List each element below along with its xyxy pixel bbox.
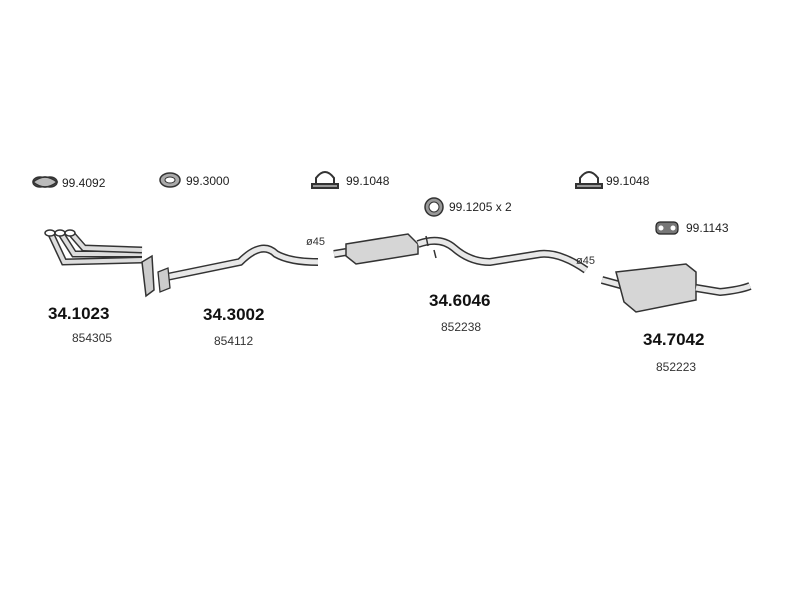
rubber-hanger-icon	[655, 221, 679, 235]
diameter-label: ø45	[576, 255, 595, 267]
front-pipe-34-1023	[44, 229, 155, 298]
rear-silencer-34-7042	[600, 263, 752, 313]
part-number-front-pipe: 34.1023	[48, 304, 110, 323]
diameter-label: ø45	[306, 236, 325, 248]
accessory-code-seal-ring: 99.1205 x 2	[449, 200, 512, 214]
intermediate-pipe-34-3002	[157, 244, 319, 293]
part-number-middle-silencer: 34.6046	[429, 291, 491, 310]
flange-gasket-icon	[32, 176, 59, 188]
u-bolt-clamp-icon	[575, 171, 603, 189]
oem-number-intermediate-pipe: 854112	[214, 334, 254, 348]
oem-number-rear-silencer: 852223	[656, 360, 697, 374]
u-bolt-clamp-icon	[311, 171, 339, 189]
oem-number-middle-silencer: 852238	[441, 320, 482, 334]
oem-number-front-pipe: 854305	[72, 331, 113, 345]
accessory-code-rubber-hanger: 99.1143	[686, 221, 729, 235]
middle-silencer-34-6046	[333, 233, 589, 274]
accessory-code-u-bolt-clamp: 99.1048	[346, 174, 390, 188]
accessory-code-ring-gasket: 99.3000	[186, 174, 230, 188]
part-number-intermediate-pipe: 34.3002	[203, 305, 265, 324]
accessory-code-flange-gasket: 99.4092	[62, 176, 106, 190]
ring-gasket-icon	[159, 172, 181, 188]
accessory-code-u-bolt-clamp: 99.1048	[606, 174, 650, 188]
part-number-rear-silencer: 34.7042	[643, 330, 705, 349]
seal-ring-icon	[424, 197, 444, 217]
